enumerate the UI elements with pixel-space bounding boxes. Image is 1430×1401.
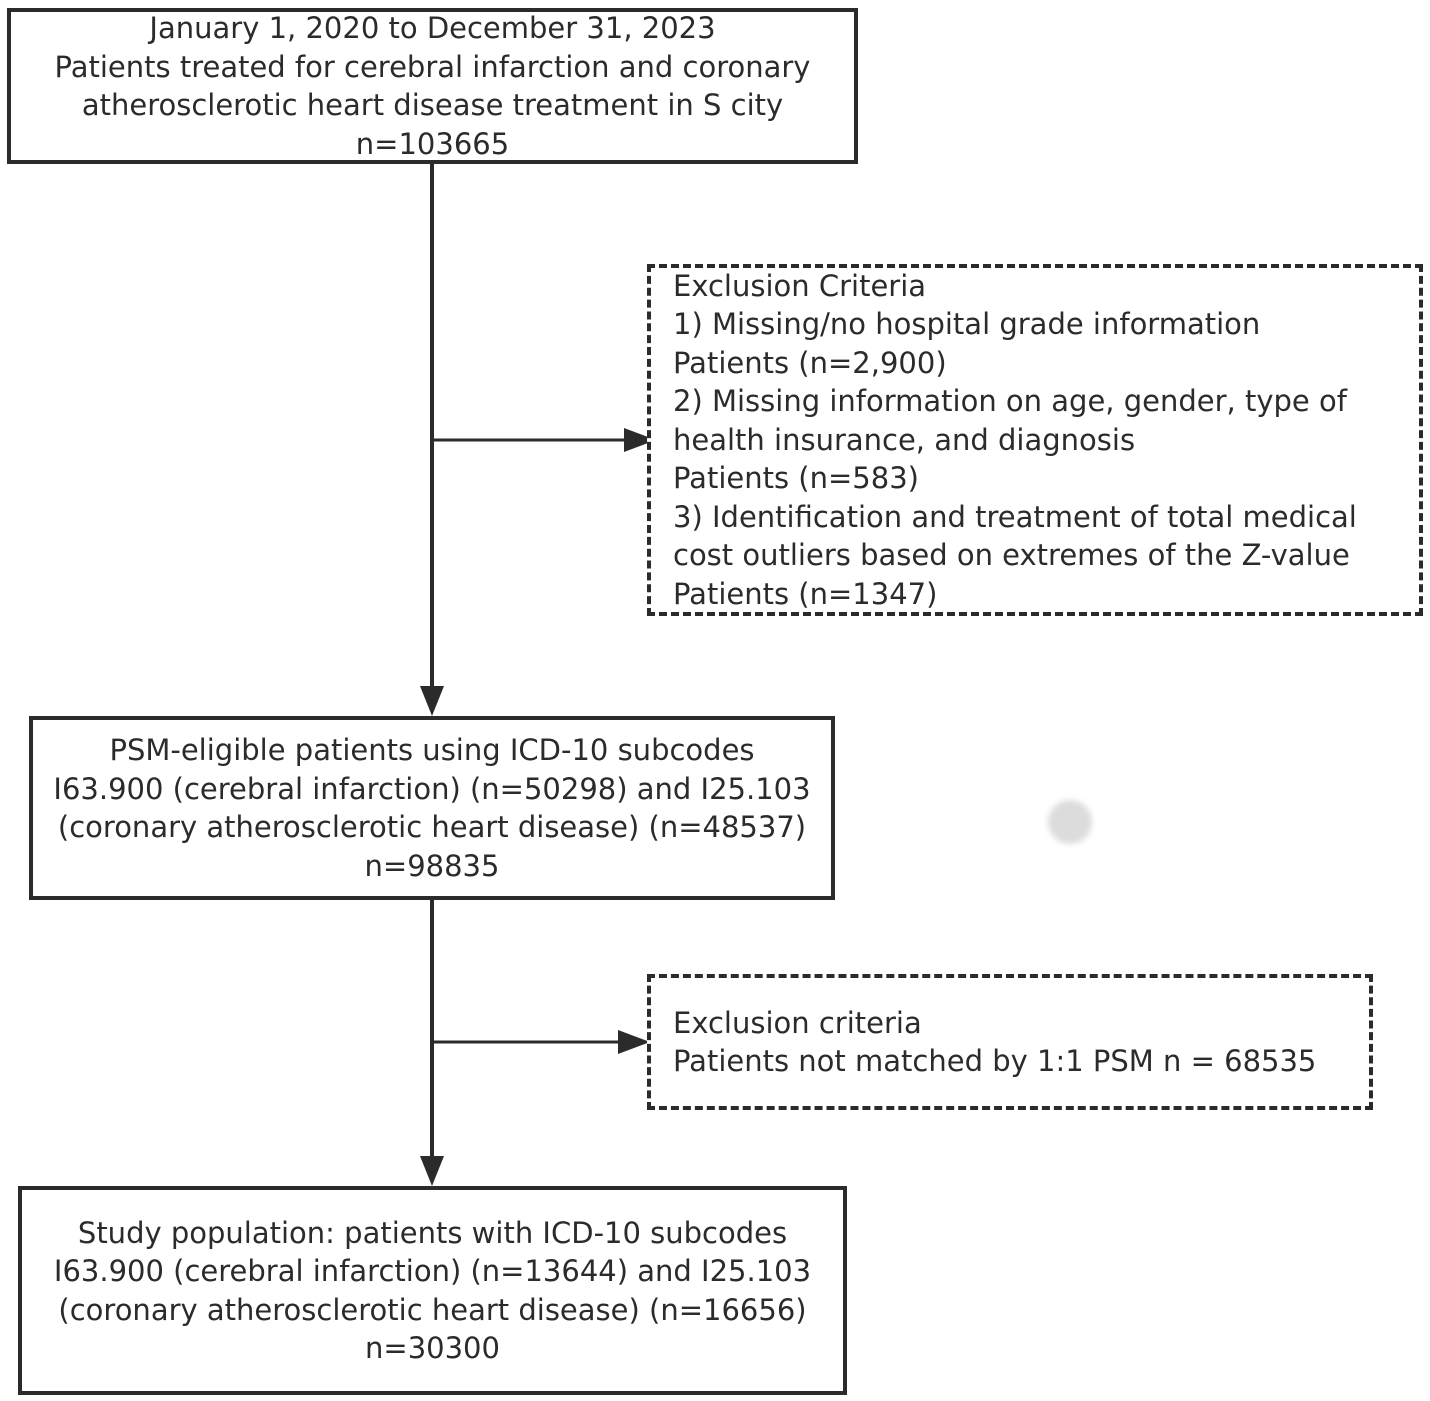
exclusion-1-line-7: 3) Identification and treatment of total… [673,499,1357,534]
exclusion-1-line-2: 1) Missing/no hospital grade information [673,307,1261,342]
source-line-4: n=103665 [355,126,510,161]
source-line-3: atherosclerotic heart disease treatment … [81,88,784,122]
arrowhead-psm [420,686,444,716]
psm-line-3: (coronary atherosclerotic heart disease)… [57,810,807,844]
psm-line-1: PSM-eligible patients using ICD-10 subco… [109,733,755,767]
source-line-2: Patients treated for cerebral infarction… [54,49,811,84]
psm-eligible-box: PSM-eligible patients using ICD-10 subco… [29,716,835,900]
exclusion-1-line-3: Patients (n=2,900) [673,345,947,380]
source-population-box: January 1, 2020 to December 31, 2023 Pat… [7,8,858,164]
exclusion-1-line-1: Exclusion Criteria [673,268,927,303]
exclusion-1-line-8: cost outliers based on extremes of the Z… [673,538,1350,573]
psm-line-2: I63.900 (cerebral infarction) (n=50298) … [53,771,811,806]
study-line-4: n=30300 [365,1331,500,1365]
arrowhead-exclusion-2 [618,1030,650,1054]
study-population-box: Study population: patients with ICD-10 s… [18,1186,847,1395]
arrowhead-study [420,1156,444,1186]
exclusion-criteria-box-1: Exclusion Criteria 1) Missing/no hospita… [647,264,1423,616]
exclusion-2-line-1: Exclusion criteria [673,1005,922,1040]
exclusion-2-line-2: Patients not matched by 1:1 PSM n = 6853… [673,1044,1317,1078]
study-line-3: (coronary atherosclerotic heart disease)… [58,1292,807,1327]
exclusion-1-line-9: Patients (n=1347) [673,576,938,611]
exclusion-1-line-5: health insurance, and diagnosis [673,422,1136,457]
background-smudge [1048,800,1092,844]
study-line-2: I63.900 (cerebral infarction) (n=13644) … [53,1254,812,1288]
source-line-1: January 1, 2020 to December 31, 2023 [149,11,716,45]
study-line-1: Study population: patients with ICD-10 s… [77,1215,788,1250]
exclusion-1-line-4: 2) Missing information on age, gender, t… [673,384,1347,419]
arrowhead-exclusion-1 [624,428,656,452]
exclusion-criteria-box-2: Exclusion criteria Patients not matched … [647,974,1373,1110]
exclusion-1-line-6: Patients (n=583) [673,461,919,496]
psm-line-4: n=98835 [364,848,500,883]
